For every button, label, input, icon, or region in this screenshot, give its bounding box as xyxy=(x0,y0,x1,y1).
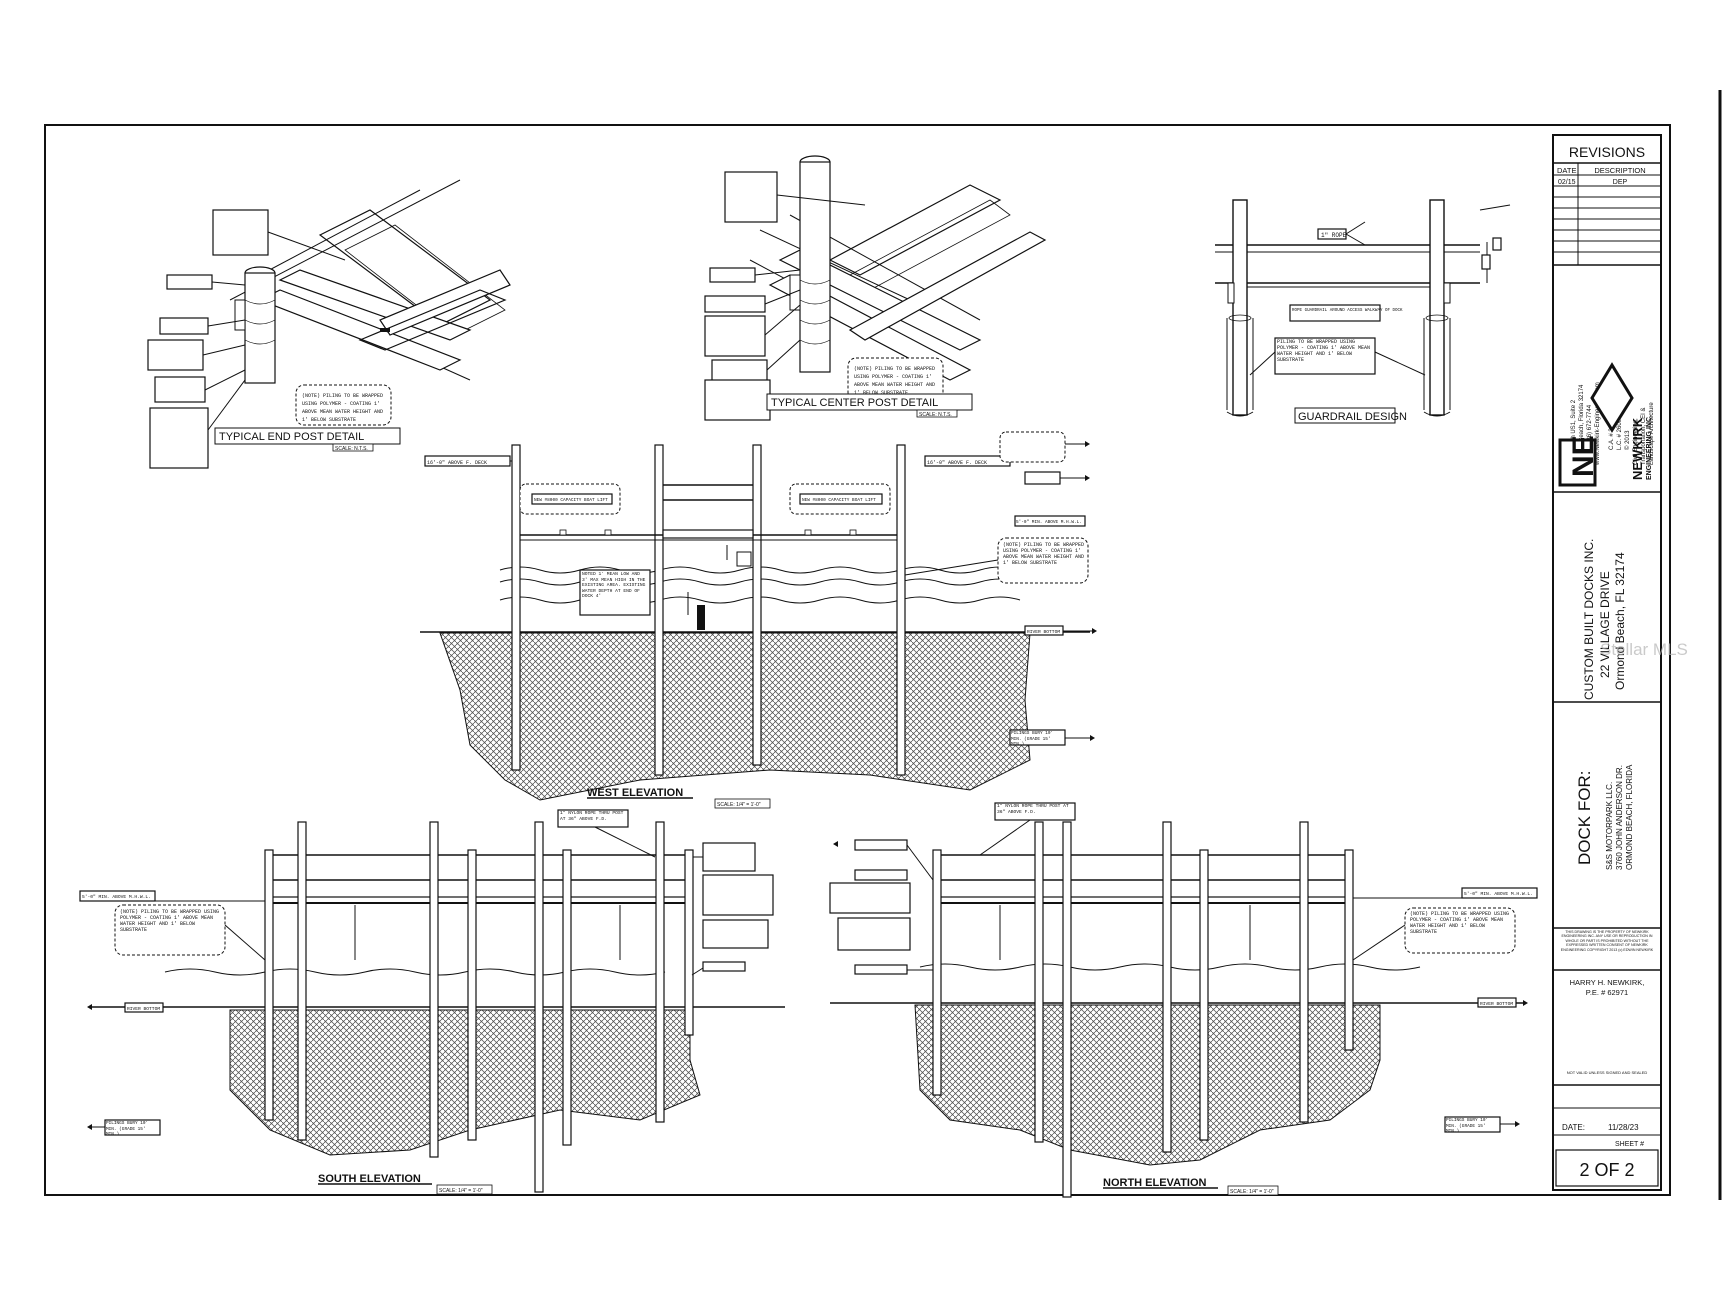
south-rope-post: 1" NYLON ROPE THRU POST AT 36" ABOVE F.D… xyxy=(560,811,624,822)
stellar-mls-watermark: Stellar MLS xyxy=(1600,640,1688,659)
south-mhw-label: 5'-0" MIN. ABOVE M.H.W.L. xyxy=(82,894,151,900)
logo-letters: NE xyxy=(1567,435,1600,477)
south-elevation: 1" NYLON ROPE THRU POST AT 36" ABOVE F.D… xyxy=(79,809,785,1195)
not-valid-notice: NOT VALID UNLESS SIGNED AND SEALED xyxy=(1567,1070,1648,1075)
firm-address-line-2: Ormond Beach, Florida 32174 xyxy=(1579,384,1585,465)
svg-text:1' BELOW SUBSTRATE: 1' BELOW SUBSTRATE xyxy=(302,417,356,423)
firm-address-line-1: 1230 North US1, Suite 2 xyxy=(1571,399,1577,465)
revision-row-description: DEP xyxy=(1613,179,1628,186)
guardrail-rope-label: 1" ROPE xyxy=(1321,232,1347,239)
newkirk-logo: NE NEWKIRK ENGINEERING INC. xyxy=(1558,362,1653,487)
north-mhw-label: 5'-0" MIN. ABOVE M.H.W.L. xyxy=(1464,891,1533,897)
engineer-name: HARRY H. NEWKIRK, xyxy=(1570,978,1645,987)
firm-name-1: NEWKIRK xyxy=(1630,417,1645,480)
west-note-mlw: NOTED 1' MEAN LOW AND 3' MAX MEAN HIGH I… xyxy=(582,572,646,600)
guardrail-title: GUARDRAIL DESIGN xyxy=(1298,411,1407,423)
client-address-1: 22 VILLAGE DRIVE xyxy=(1598,571,1612,678)
owner-address-1: 3760 JOHN ANDERSON DR. xyxy=(1615,765,1624,870)
north-elevation-scale: SCALE: 1/4" = 1'-0" xyxy=(1230,1189,1274,1195)
dock-for-label: DOCK FOR: xyxy=(1575,771,1594,865)
firm-name-2: ENGINEERING INC. xyxy=(1646,415,1653,480)
west-mhw-label: 5'-0" MIN. ABOVE M.H.W.L. xyxy=(1016,520,1082,525)
sheet-border xyxy=(44,124,1671,1196)
firm-address-line-6: L.C. # 26000984 xyxy=(1617,405,1623,450)
guardrail-note-2: PILING TO BE WRAPPED USING POLYMER - COA… xyxy=(1277,339,1371,363)
north-piling: PILINGS BURY 10' MIN. (GRADE 15' MIN.) xyxy=(1446,1118,1489,1132)
north-elevation: 1" NYLON ROPE THRU POST AT 36" ABOVE F.D… xyxy=(829,802,1538,1198)
owner-name: S&S MOTORPARK LLC. xyxy=(1605,782,1614,870)
revisions-col-description: DESCRIPTION xyxy=(1594,166,1645,175)
west-river-bottom: RIVER BOTTOM xyxy=(1027,629,1060,635)
west-top-right-label: 16'-0" ABOVE F. DECK xyxy=(927,460,987,466)
title-block: REVISIONS DATE DESCRIPTION 02/15 DEP 123… xyxy=(1552,134,1662,1191)
guardrail-note-1: ROPE GUARDRAIL AROUND ACCESS WALKWAY OF … xyxy=(1292,309,1403,313)
south-elevation-title: SOUTH ELEVATION xyxy=(318,1173,421,1185)
firm-address-line-10: Landscape Architecture xyxy=(1649,402,1655,465)
west-top-left-label: 16'-0" ABOVE F. DECK xyxy=(427,460,487,466)
center-post-detail: (NOTE) PILING TO BE WRAPPED USING POLYME… xyxy=(704,155,1047,421)
owner-address-2: ORMOND BEACH, FLORIDA xyxy=(1625,764,1634,870)
revisions-heading: REVISIONS xyxy=(1569,144,1645,160)
svg-text:(NOTE) PILING TO BE WRAPPED: (NOTE) PILING TO BE WRAPPED xyxy=(302,393,383,399)
end-post-detail: (NOTE) PILING TO BE WRAPPED USING POLYME… xyxy=(147,179,511,469)
west-piling: PILINGS BURY 10' MIN. (GRADE 15' MIN.) xyxy=(1011,731,1054,745)
center-post-detail-scale: SCALE: N.T.S. xyxy=(919,412,952,418)
svg-text:1' BELOW SUBSTRATE: 1' BELOW SUBSTRATE xyxy=(854,390,908,396)
svg-text:ABOVE MEAN WATER HEIGHT AND: ABOVE MEAN WATER HEIGHT AND xyxy=(854,382,935,388)
sheet-value: 2 OF 2 xyxy=(1579,1160,1634,1180)
north-rope-post: 1" NYLON ROPE THRU POST AT 36" ABOVE F.D… xyxy=(997,804,1069,815)
south-elevation-scale: SCALE: 1/4" = 1'-0" xyxy=(439,1188,483,1194)
firm-address-line-7: © 2013 xyxy=(1624,430,1631,450)
firm-address-line-4: www.Newkirk-Engineering.com xyxy=(1595,382,1601,466)
date-label: DATE: xyxy=(1562,1123,1585,1132)
svg-text:USING POLYMER - COATING 1': USING POLYMER - COATING 1' xyxy=(854,374,932,380)
south-note-wrap: (NOTE) PILING TO BE WRAPPED USING POLYME… xyxy=(120,909,220,933)
client-address-2: Ormond Beach, FL 32174 xyxy=(1613,552,1627,690)
north-note-wrap: (NOTE) PILING TO BE WRAPPED USING POLYME… xyxy=(1410,911,1510,935)
north-river-bottom: RIVER BOTTOM xyxy=(1480,1001,1513,1007)
north-elevation-title: NORTH ELEVATION xyxy=(1103,1177,1207,1189)
west-boat-lift-right: NEW #8000 CAPACITY BOAT LIFT xyxy=(802,498,876,503)
client-name: CUSTOM BUILT DOCKS INC. xyxy=(1582,539,1596,700)
center-post-detail-title: TYPICAL CENTER POST DETAIL xyxy=(771,397,938,409)
west-note-wrap: (NOTE) PILING TO BE WRAPPED USING POLYME… xyxy=(1003,542,1085,566)
firm-address-line-9: Transportation, CEI & xyxy=(1641,408,1647,465)
firm-address-line-8: Civil Engineering, xyxy=(1633,418,1639,465)
svg-text:ABOVE MEAN WATER HEIGHT AND: ABOVE MEAN WATER HEIGHT AND xyxy=(302,409,383,415)
revisions-col-date: DATE xyxy=(1557,166,1576,175)
south-piling: PILINGS BURY 10' MIN. (GRADE 15' MIN.) xyxy=(106,1121,149,1135)
revision-row-date: 02/15 xyxy=(1558,179,1576,186)
guardrail-detail: 1" ROPE ROPE GUARDRAIL AROUND ACCESS WAL… xyxy=(1215,199,1511,424)
svg-text:USING POLYMER - COATING 1': USING POLYMER - COATING 1' xyxy=(302,401,380,407)
south-river-bottom: RIVER BOTTOM xyxy=(127,1006,160,1012)
west-elevation: 16'-0" ABOVE F. DECK 16'-0" ABOVE F. DEC… xyxy=(420,431,1097,809)
west-elevation-title: WEST ELEVATION xyxy=(587,787,683,799)
date-value: 11/28/23 xyxy=(1608,1123,1639,1132)
firm-address-line-3: Phone (386) 672-7744 xyxy=(1587,404,1593,465)
end-post-detail-scale: SCALE: N.T.S. xyxy=(335,446,368,452)
west-boat-lift-left: NEW #8000 CAPACITY BOAT LIFT xyxy=(534,498,608,503)
svg-text:(NOTE) PILING TO BE WRAPPED: (NOTE) PILING TO BE WRAPPED xyxy=(854,366,935,372)
engineer-pe: P.E. # 62971 xyxy=(1586,988,1628,997)
end-post-detail-title: TYPICAL END POST DETAIL xyxy=(219,431,364,443)
sheet-label: SHEET # xyxy=(1615,1141,1644,1148)
copyright-note: THIS DRAWING IS THE PROPERTY OF NEWKIRK … xyxy=(1560,930,1654,952)
west-elevation-scale: SCALE: 1/4" = 1'-0" xyxy=(717,802,761,808)
